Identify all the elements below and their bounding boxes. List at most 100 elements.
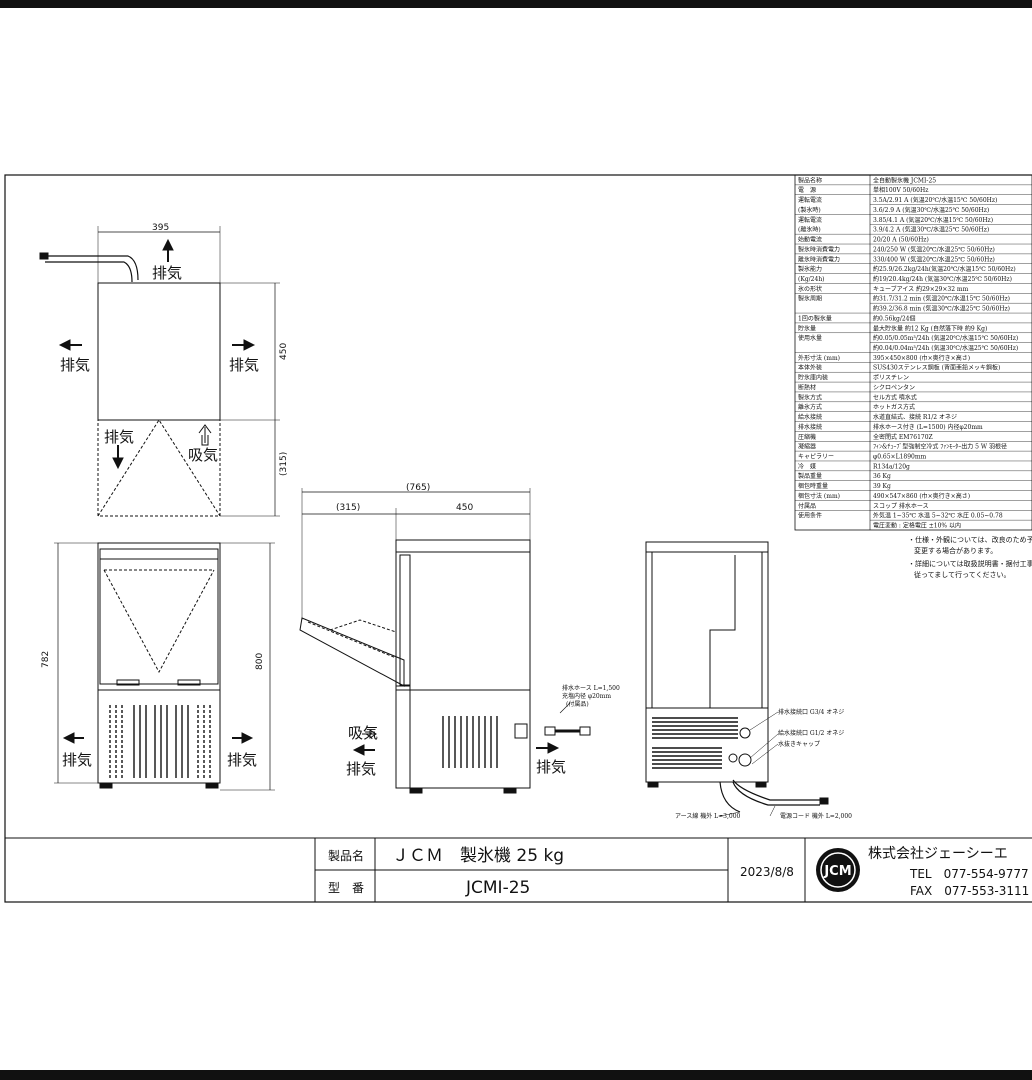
drain-accessory-callout: (付属品): [566, 700, 589, 708]
spec-label: 梱包時重量: [798, 482, 828, 490]
dim-height-800: 800: [255, 653, 265, 670]
door-exhaust-label: 排気: [104, 428, 134, 446]
drain-cap-callout: 水抜きキャップ: [778, 740, 820, 748]
spec-label: 運転電流: [798, 216, 822, 224]
right-exhaust-label: 排気: [229, 356, 259, 374]
company-logo: JCM: [816, 848, 860, 892]
spec-value: 約0.05/0.05m³/24h (気温20℃/水温15℃ 50/60Hz): [873, 334, 1018, 342]
dim-height-782: 782: [41, 651, 51, 668]
spec-value: 約19/20.4kg/24h (気温30℃/水温25℃ 50/60Hz): [873, 275, 1012, 283]
spec-label: 離氷方式: [798, 403, 822, 411]
spec-label: 始動電流: [798, 236, 822, 244]
earth-wire-callout: アース線 機外 L=3,000: [675, 812, 741, 820]
spec-label: キャピラリー: [798, 453, 834, 460]
spec-label: 製氷能力: [798, 265, 822, 273]
spec-value: φ0.65×L1890mm: [873, 453, 927, 460]
spec-value: 20/20 A (50/60Hz): [873, 237, 929, 244]
note-line-1: ・仕様・外観については、改良のため予告なく: [908, 535, 1032, 544]
product-name-label: 製品名: [328, 848, 364, 863]
spec-label: 電 源: [798, 186, 816, 194]
spec-label: 氷の形状: [798, 285, 822, 293]
top-view: [39, 226, 280, 517]
top-border-bar: [0, 0, 1032, 8]
spec-label: 製氷周期: [798, 295, 822, 303]
spec-table: 製品名称 全自動製氷機 JCMI-25 電 源 単相100V 50/60Hz 運転電流 3…: [794, 174, 1032, 531]
sheet-frame: [4, 174, 1032, 903]
dim-door-depth: (315): [279, 452, 289, 476]
note-line-2: 変更する場合があります。: [914, 546, 997, 555]
spec-value: 約31.7/31.2 min (気温20℃/水温15℃ 50/60Hz): [873, 295, 1010, 303]
dim-side-door: (315): [336, 503, 360, 513]
dim-overall-depth: (765): [406, 483, 430, 493]
spec-value: R134a/120g: [873, 463, 910, 470]
spec-value: ホットガス方式: [873, 403, 915, 411]
drain-inner-callout: 充塩内径 φ20mm: [562, 692, 611, 700]
spec-label: 給水接続: [798, 413, 822, 421]
drain-hose-callout: 排水ホース L=1,500: [562, 684, 620, 692]
spec-value: 3.9/4.2 A (気温30℃/水温25℃ 50/60Hz): [873, 226, 989, 234]
logo-text: JCM: [823, 864, 851, 879]
spec-label: 製氷方式: [798, 393, 822, 401]
rear-view: [645, 541, 829, 817]
side-intake-label: 吸気: [348, 724, 378, 742]
product-name: ＪＣＭ 製氷機 25 kg: [392, 846, 564, 866]
spec-value: 約0.56kg/24個: [873, 314, 916, 322]
left-exhaust-label: 排気: [60, 356, 90, 374]
front-right-exhaust-label: 排気: [227, 751, 257, 769]
spec-label: 本体外装: [798, 364, 822, 372]
spec-label: (Kg/24h): [798, 276, 825, 283]
spec-label: 貯氷量: [798, 324, 816, 332]
spec-value: 3.6/2.9 A (気温30℃/水温25℃ 50/60Hz): [873, 206, 989, 214]
spec-value: セル方式 噴水式: [873, 393, 917, 401]
side-view: [299, 488, 591, 794]
spec-label: 離氷時消費電力: [798, 255, 840, 263]
spec-value: 490×547×860 (巾×奥行き×高さ): [873, 492, 970, 500]
front-view: [54, 542, 275, 791]
dim-top-width: 395: [152, 223, 169, 233]
spec-value: シクロペンタン: [873, 383, 915, 391]
spec-value: SUS430ステンレス鋼板 (背面亜鉛メッキ鋼板): [873, 364, 1000, 372]
spec-label: 運転電流: [798, 196, 822, 204]
dim-top-depth: 450: [279, 343, 289, 360]
spec-label: 梱包寸法 (mm): [798, 492, 840, 500]
top-exhaust-label: 排気: [152, 264, 182, 282]
spec-label: 製品名称: [798, 176, 822, 184]
spec-value: スコップ 排水ホース: [873, 502, 929, 510]
spec-value: 電圧変動 : 定格電圧 ±10% 以内: [873, 522, 961, 530]
spec-value: 単相100V 50/60Hz: [873, 186, 928, 194]
company-fax: FAX 077-553-3111: [910, 884, 1029, 898]
note-line-3: ・詳細については取扱説明書・据付工事説明書に: [908, 559, 1032, 568]
spec-label: 凝縮器: [798, 443, 816, 451]
spec-value: 240/250 W (気温20℃/水温25℃ 50/60Hz): [873, 245, 995, 253]
spec-label: 排水接続: [798, 423, 822, 431]
spec-value: 排水ホース付き (L=1500) 内径φ20mm: [873, 423, 983, 431]
spec-label: 断熱材: [798, 383, 816, 391]
spec-label: 外形寸法 (mm): [798, 354, 840, 362]
spec-value: ﾌｨﾝ&ﾁｭｰﾌﾞ型強制空冷式 ﾌｧﾝﾓｰﾀｰ出力 5 W 羽根径: [873, 443, 1007, 451]
spec-value: 全自動製氷機 JCMI-25: [873, 176, 936, 184]
power-cord-callout: 電源コード 機外 L=2,000: [780, 812, 852, 820]
title-block: [5, 837, 1032, 902]
company-tel: TEL 077-554-9777: [909, 867, 1029, 881]
spec-label: 冷 媒: [798, 462, 816, 470]
spec-label: 製氷時消費電力: [798, 245, 840, 253]
spec-value: 約0.04/0.04m³/24h (気温30℃/水温25℃ 50/60Hz): [873, 344, 1018, 352]
spec-value: 水道直結式、接続 R1/2 オネジ: [873, 413, 957, 421]
spec-value: 330/400 W (気温20℃/水温25℃ 50/60Hz): [873, 255, 995, 263]
spec-label: (離氷時): [798, 226, 821, 234]
spec-label: 使用条件: [798, 512, 822, 520]
model-number: JCMI-25: [465, 878, 530, 898]
spec-value: 約25.9/26.2kg/24h(気温20℃/水温15℃ 50/60Hz): [873, 265, 1016, 273]
spec-value: 約39.2/36.8 min (気温30℃/水温25℃ 50/60Hz): [873, 305, 1010, 313]
spec-value: 3.5A/2.91 A (気温20℃/水温15℃ 50/60Hz): [873, 196, 997, 204]
spec-value: 36 Kg: [873, 473, 891, 480]
dim-side-body: 450: [456, 503, 473, 513]
spec-value: 395×450×800 (巾×奥行き×高さ): [873, 354, 970, 362]
model-label: 型 番: [328, 881, 364, 895]
spec-value: 最大貯氷量 約12 Kg (自然落下時 約9 Kg): [873, 324, 987, 332]
spec-label: 製品重量: [798, 472, 822, 480]
spec-label: 付属品: [798, 502, 816, 510]
bottom-border-bar: [0, 1070, 1032, 1080]
spec-value: 全密閉式 EM76170Z: [873, 433, 933, 441]
spec-label: 1回の製氷量: [798, 314, 832, 322]
